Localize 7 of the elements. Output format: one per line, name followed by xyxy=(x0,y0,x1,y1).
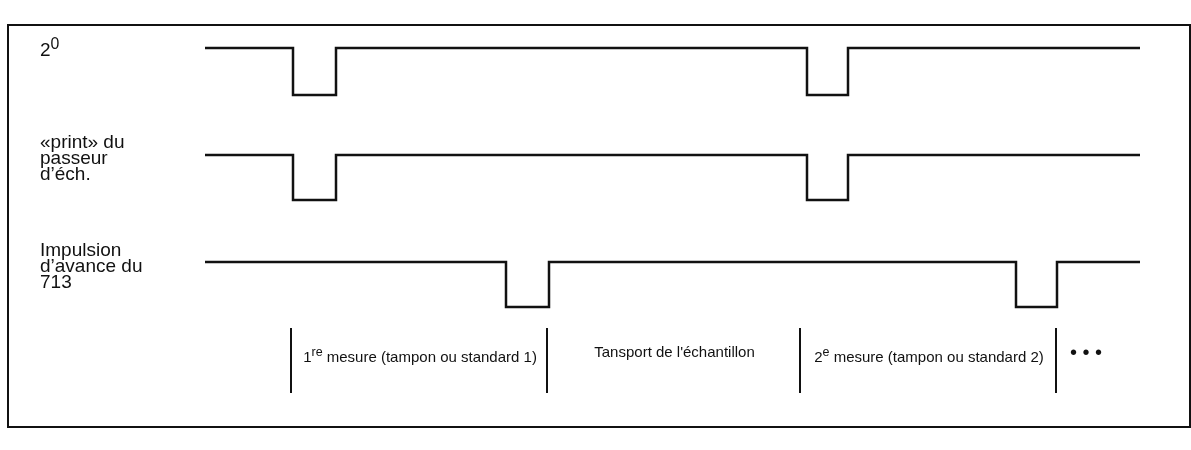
signal-label: Impulsion d’avance du 713 xyxy=(40,242,144,290)
phase-label: 2$^{e}$ mesure (tampon ou standard 2) xyxy=(813,344,1045,366)
signal-label: 2$^{0}$ xyxy=(40,36,60,59)
phase-label: 1$^{re}$ mesure (tampon ou standard 1) xyxy=(302,344,538,366)
signal-label: «print» du passeur d’éch. xyxy=(40,134,126,182)
ellipsis: • • • xyxy=(1070,343,1103,361)
phase-label: Tansport de l'échantillon xyxy=(593,343,756,361)
